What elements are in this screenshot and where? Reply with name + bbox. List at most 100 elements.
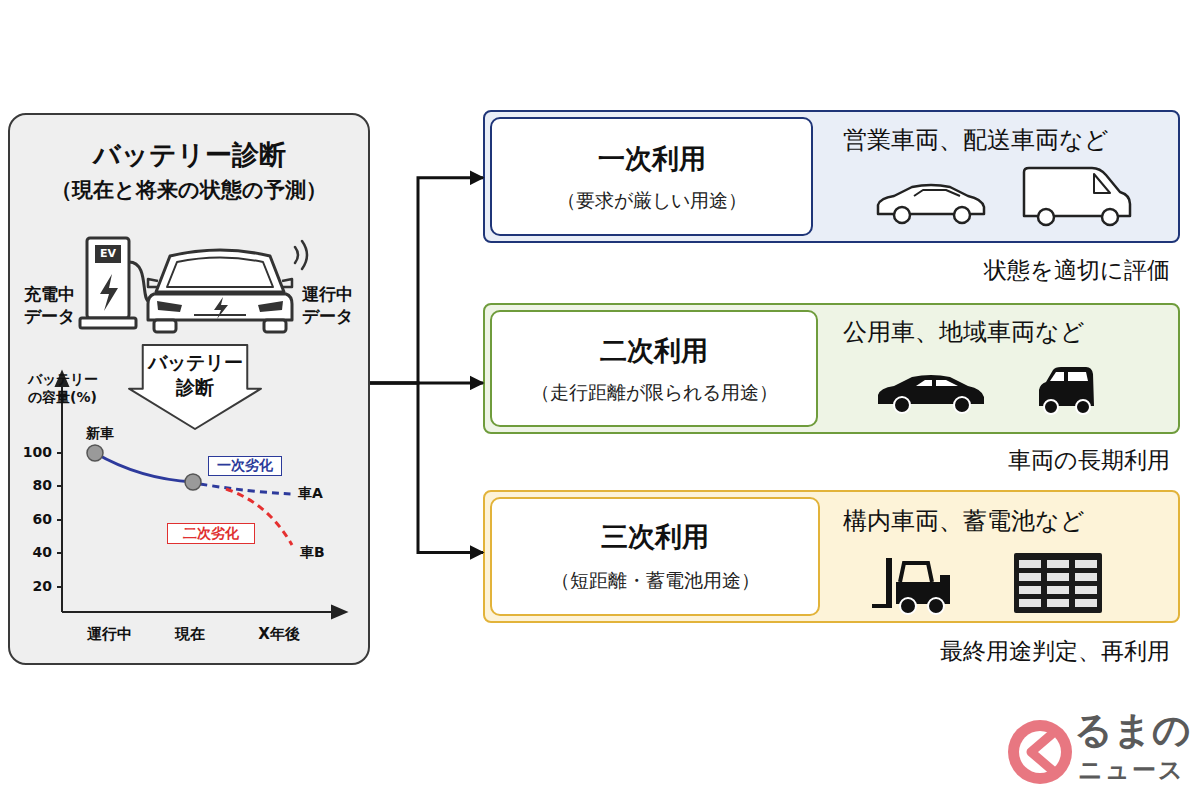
car-grille (194, 314, 246, 316)
charger-screen (95, 245, 121, 263)
signal-wave (302, 241, 307, 269)
charger-base (80, 318, 136, 328)
lightning-symbol (100, 274, 118, 311)
arrow-text: バッテリー 診断 (145, 350, 245, 399)
axis-arrow (332, 606, 346, 618)
car-wheel (894, 207, 910, 223)
logo-chevron (1031, 734, 1052, 770)
forklift-guard (900, 563, 932, 582)
usage-examples: 営業車両、配送車両など (843, 126, 1173, 155)
charger-body (87, 238, 129, 318)
car-mirror (282, 279, 292, 287)
car-wheel (154, 320, 176, 332)
ev-car-front (148, 250, 292, 332)
car-window (914, 190, 960, 196)
usage-subtitle: （走行距離が限られる用途） (492, 381, 816, 404)
car-wheel (954, 397, 970, 413)
van-window (1094, 174, 1110, 193)
sedan-filled-icon (878, 375, 984, 413)
car-wheel (264, 320, 286, 332)
signal-waves (295, 241, 307, 269)
car-body (878, 375, 984, 404)
watermark-text: るまの (1074, 708, 1198, 754)
usage-note: 状態を適切に評価 (485, 257, 1170, 285)
panel-title: バッテリー診断 (10, 139, 368, 171)
degradation-curve (95, 453, 193, 482)
car-headlight (157, 301, 182, 312)
usage-note: 最終用途判定、再利用 (485, 638, 1170, 666)
legend-tag: 二次劣化 (167, 523, 255, 544)
forecast-curve-a (200, 484, 292, 494)
car-window (1050, 372, 1064, 381)
car-wheel (954, 207, 970, 223)
car-windshield (167, 258, 273, 288)
lightning-symbol (214, 297, 228, 319)
battery-rack-icon (1014, 553, 1102, 613)
car-body (148, 294, 292, 320)
car-window (1068, 372, 1088, 381)
car-body (1039, 367, 1094, 406)
van-wheel (1102, 209, 1118, 225)
forklift-mast (886, 558, 892, 608)
diagnosis-panel: バッテリー診断 （現在と将来の状態の予測） バッテリー 診断一次劣化二次劣化 (8, 113, 370, 665)
tag-text: 一次劣化 (209, 457, 280, 474)
rack-frame (1014, 553, 1102, 613)
car-roof (156, 250, 284, 292)
axis-arrow (56, 372, 68, 386)
data-point (87, 445, 103, 461)
legend-tag: 一次劣化 (208, 456, 282, 476)
logo-ring (1008, 720, 1072, 784)
watermark-text: ニュース (1078, 756, 1198, 785)
van-wheel (1038, 209, 1054, 225)
connector-arrow (370, 383, 483, 553)
usage-title-box: 三次利用 （短距離・蓄電池用途） (490, 497, 820, 616)
car-mirror (148, 279, 158, 287)
forklift-weight (940, 575, 950, 604)
arrow-polygon (129, 345, 261, 429)
car-wheel (1044, 400, 1058, 414)
forklift-wheel (928, 598, 944, 614)
usage-note: 車両の長期利用 (485, 447, 1170, 475)
car-body (878, 185, 984, 214)
usage-title-box: 二次利用 （走行距離が限られる用途） (490, 310, 818, 427)
usage-band: 公用車、地域車両など車両の長期利用二次利用（走行距離が限られる用途） (483, 303, 1180, 434)
usage-subtitle: （短距離・蓄電池用途） (492, 569, 818, 592)
forecast-curve-b (226, 489, 292, 545)
usage-band: 構内車両、蓄電池など最終用途判定、再利用三次利用（短距離・蓄電池用途） (483, 490, 1180, 623)
van-outline-icon (1024, 168, 1130, 225)
car-window (936, 380, 958, 386)
usage-band: 営業車両、配送車両など状態を適切に評価一次利用（要求が厳しい用途） (483, 110, 1180, 243)
usage-title: 一次利用 (492, 143, 811, 175)
forklift-body (896, 582, 944, 604)
charging-cable (129, 262, 150, 302)
sedan-outline-icon (878, 185, 984, 223)
data-point (185, 474, 201, 490)
logo-inner (1019, 731, 1061, 773)
down-arrow-shape: バッテリー 診断 (128, 344, 262, 430)
charger-icon (80, 238, 150, 328)
usage-examples: 構内車両、蓄電池など (843, 507, 1173, 536)
car-wheel (1076, 400, 1090, 414)
signal-wave (295, 247, 298, 263)
usage-title: 三次利用 (492, 521, 818, 553)
usage-examples: 公用車、地域車両など (843, 318, 1173, 347)
connector-arrow (370, 178, 483, 383)
watermark-logo (1008, 720, 1072, 784)
car-headlight (258, 301, 283, 312)
forklift-icon (872, 558, 950, 614)
car-window (916, 380, 932, 386)
capacity-chart (56, 372, 346, 618)
forklift-fork (872, 604, 892, 608)
tag-text: 二次劣化 (168, 525, 253, 542)
axis-ticks (57, 453, 62, 587)
car-wheel (894, 397, 910, 413)
usage-subtitle: （要求が厳しい用途） (492, 189, 811, 212)
panel-subtitle: （現在と将来の状態の予測） (10, 178, 368, 203)
y-axis (61, 380, 63, 612)
usage-title-box: 一次利用 （要求が厳しい用途） (490, 117, 813, 236)
forklift-wheel (900, 598, 916, 614)
van-body (1024, 168, 1130, 216)
usage-title: 二次利用 (492, 335, 816, 367)
x-axis (62, 611, 338, 613)
rack-cells (1016, 557, 1100, 609)
